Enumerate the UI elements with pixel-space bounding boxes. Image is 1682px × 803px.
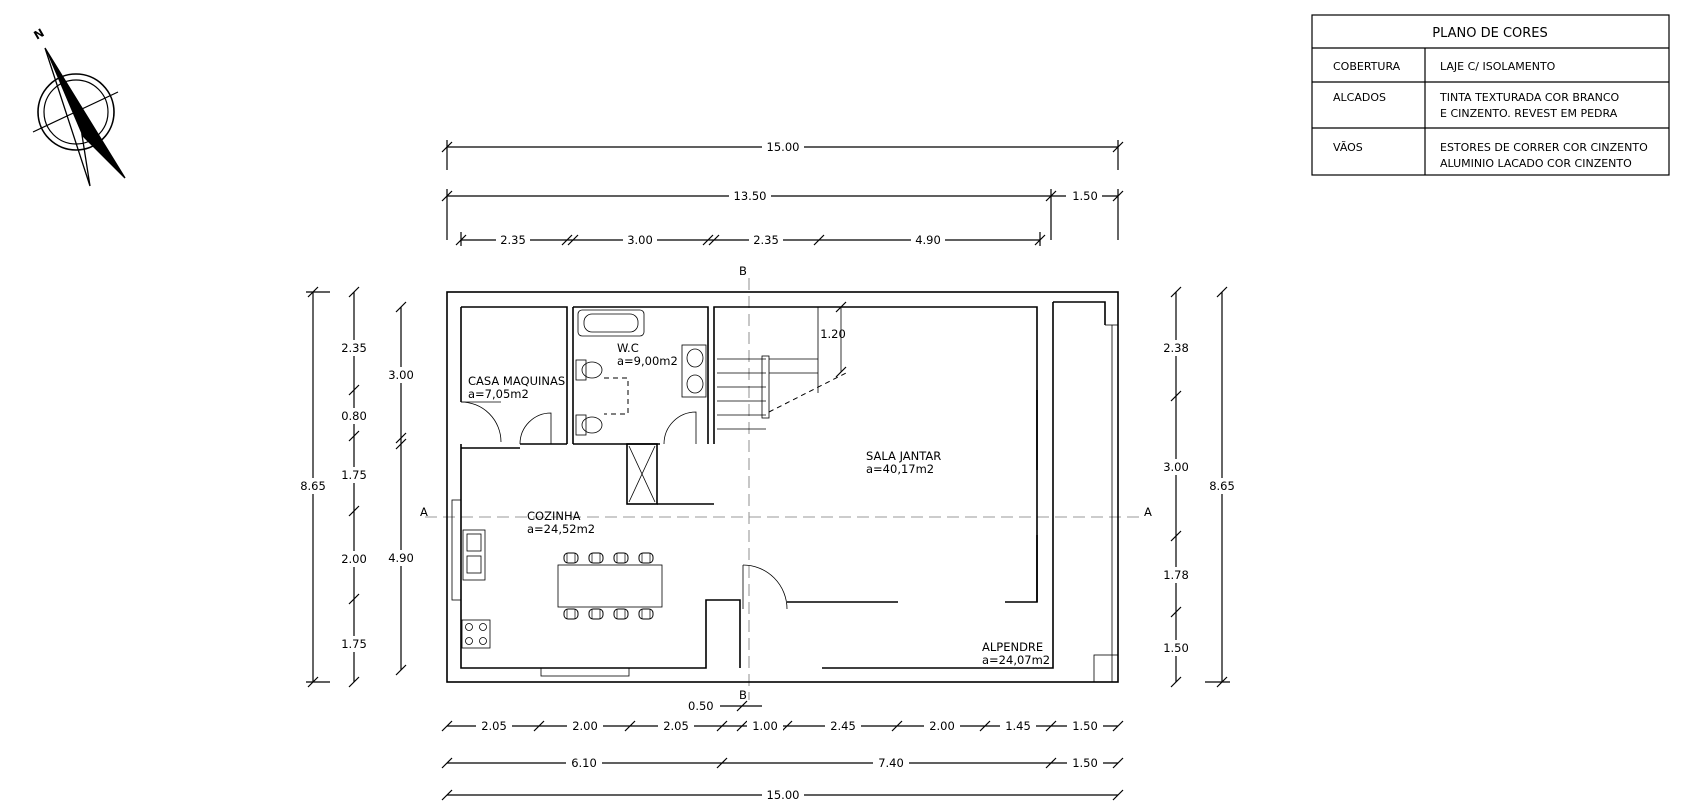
toilet xyxy=(575,359,587,381)
dim-left-overall: 8.65 xyxy=(300,479,326,493)
outer-wall xyxy=(446,291,1119,683)
dining-table xyxy=(557,564,663,608)
room-wc-area: a=9,00m2 xyxy=(617,354,678,368)
dim-right-1-78: 1.78 xyxy=(1163,568,1189,582)
room-cozinha-name: COZINHA xyxy=(527,509,581,523)
dim-bottom-overall: 15.00 xyxy=(767,788,800,802)
room-cozinha-area: a=24,52m2 xyxy=(527,522,595,536)
legend-title: PLANO DE CORES xyxy=(1432,26,1548,41)
dim-bottom-1-45: 1.45 xyxy=(1005,719,1031,733)
dim-top-2-35-b: 2.35 xyxy=(753,233,779,247)
room-sala-jantar-area: a=40,17m2 xyxy=(866,462,934,476)
legend-value-alcados-1: TINTA TEXTURADA COR BRANCO xyxy=(1439,91,1620,104)
bathtub xyxy=(577,309,645,337)
staircase: 1.20 xyxy=(717,301,849,430)
compass-outer-ring xyxy=(37,73,115,151)
dim-left-2-35: 2.35 xyxy=(341,341,367,355)
legend-value-vaos-1: ESTORES DE CORRER COR CINZENTO xyxy=(1440,141,1648,154)
shaft xyxy=(626,443,658,505)
dim-bottom-1-50-b: 1.50 xyxy=(1072,756,1098,770)
dim-door-offset: 0.50 xyxy=(688,699,714,713)
legend-value-cobertura: LAJE C/ ISOLAMENTO xyxy=(1440,60,1556,73)
dim-left-0-80: 0.80 xyxy=(341,409,367,423)
dim-top-1-50: 1.50 xyxy=(1072,189,1098,203)
stove xyxy=(461,619,491,649)
dim-bottom-2-45: 2.45 xyxy=(830,719,856,733)
dim-bottom-2-05-a: 2.05 xyxy=(481,719,507,733)
kitchen-sink xyxy=(462,529,486,581)
room-casa-maquinas-area: a=7,05m2 xyxy=(468,387,529,401)
right-dimensions: 2.38 3.00 1.78 1.50 8.65 xyxy=(1158,286,1240,688)
room-labels: CASA MAQUINAS a=7,05m2 W.C a=9,00m2 SALA… xyxy=(468,341,1050,667)
dim-top-13-50: 13.50 xyxy=(734,189,767,203)
dim-top-overall: 15.00 xyxy=(767,140,800,154)
kitchen-fixtures xyxy=(461,529,663,649)
dim-left-1-75-b: 1.75 xyxy=(341,637,367,651)
top-dimensions: 15.00 13.50 1.50 2.35 3.00 2.35 4.90 xyxy=(441,139,1124,247)
doors xyxy=(460,401,788,610)
dim-left-2-00: 2.00 xyxy=(341,552,367,566)
walls xyxy=(446,291,1119,683)
section-a-right-label: A xyxy=(1144,505,1152,519)
dim-bottom-1-50-a: 1.50 xyxy=(1072,719,1098,733)
bottom-dimensions: 2.05 2.00 2.05 1.00 2.45 2.00 1.45 1.50 … xyxy=(441,699,1124,802)
dim-bottom-2-00-a: 2.00 xyxy=(572,719,598,733)
legend-key-alcados: ALCADOS xyxy=(1333,91,1386,104)
dim-bottom-6-10: 6.10 xyxy=(571,756,597,770)
room-casa-maquinas-name: CASA MAQUINAS xyxy=(468,374,565,388)
dim-top-3-00: 3.00 xyxy=(627,233,653,247)
legend-value-alcados-2: E CINZENTO. REVEST EM PEDRA xyxy=(1440,107,1618,120)
side-window xyxy=(451,499,462,601)
left-dimensions: 8.65 2.35 0.80 1.75 2.00 1.75 3.00 4.90 xyxy=(296,286,419,688)
section-b-bottom-label: B xyxy=(739,688,747,702)
door-arc-wc xyxy=(663,411,697,445)
dim-left-1-75-a: 1.75 xyxy=(341,468,367,482)
door-arc-sala xyxy=(742,564,788,610)
dim-left-3-00: 3.00 xyxy=(388,368,414,382)
north-arrow: N xyxy=(31,26,126,187)
section-a-left-label: A xyxy=(420,505,428,519)
legend-key-cobertura: COBERTURA xyxy=(1333,60,1401,73)
color-plan-legend: PLANO DE CORES COBERTURA LAJE C/ ISOLAME… xyxy=(1311,14,1670,176)
north-label: N xyxy=(31,26,46,43)
dim-stair: 1.20 xyxy=(820,327,846,341)
dim-top-4-90: 4.90 xyxy=(915,233,941,247)
dim-bottom-1-00: 1.00 xyxy=(752,719,778,733)
room-alpendre-name: ALPENDRE xyxy=(982,640,1043,654)
room-sala-jantar-name: SALA JANTAR xyxy=(866,449,941,463)
dim-right-overall: 8.65 xyxy=(1209,479,1235,493)
legend-key-vaos: VÃOS xyxy=(1333,141,1363,154)
door-arc-casa-inner xyxy=(519,412,552,445)
dim-bottom-7-40: 7.40 xyxy=(878,756,904,770)
legend-value-vaos-2: ALUMINIO LACADO COR CINZENTO xyxy=(1440,157,1632,170)
dim-bottom-2-05-b: 2.05 xyxy=(663,719,689,733)
room-alpendre-area: a=24,07m2 xyxy=(982,653,1050,667)
dim-right-1-50: 1.50 xyxy=(1163,641,1189,655)
legend-frame xyxy=(1311,14,1670,176)
compass-cross-line xyxy=(32,91,119,133)
bidet xyxy=(575,414,587,436)
room-wc-name: W.C xyxy=(617,341,639,355)
sink-counter xyxy=(681,344,707,398)
section-lines: A A B B xyxy=(420,264,1152,702)
dim-top-2-35-a: 2.35 xyxy=(500,233,526,247)
north-arrow-fill xyxy=(45,48,125,178)
kitchen-window xyxy=(540,667,630,677)
dim-right-2-38: 2.38 xyxy=(1163,341,1189,355)
dim-right-3-00: 3.00 xyxy=(1163,460,1189,474)
dim-bottom-2-00-b: 2.00 xyxy=(929,719,955,733)
wc-fixtures xyxy=(575,309,707,436)
door-arc-casa xyxy=(460,401,502,443)
dim-left-4-90: 4.90 xyxy=(388,551,414,565)
section-b-top-label: B xyxy=(739,264,747,278)
